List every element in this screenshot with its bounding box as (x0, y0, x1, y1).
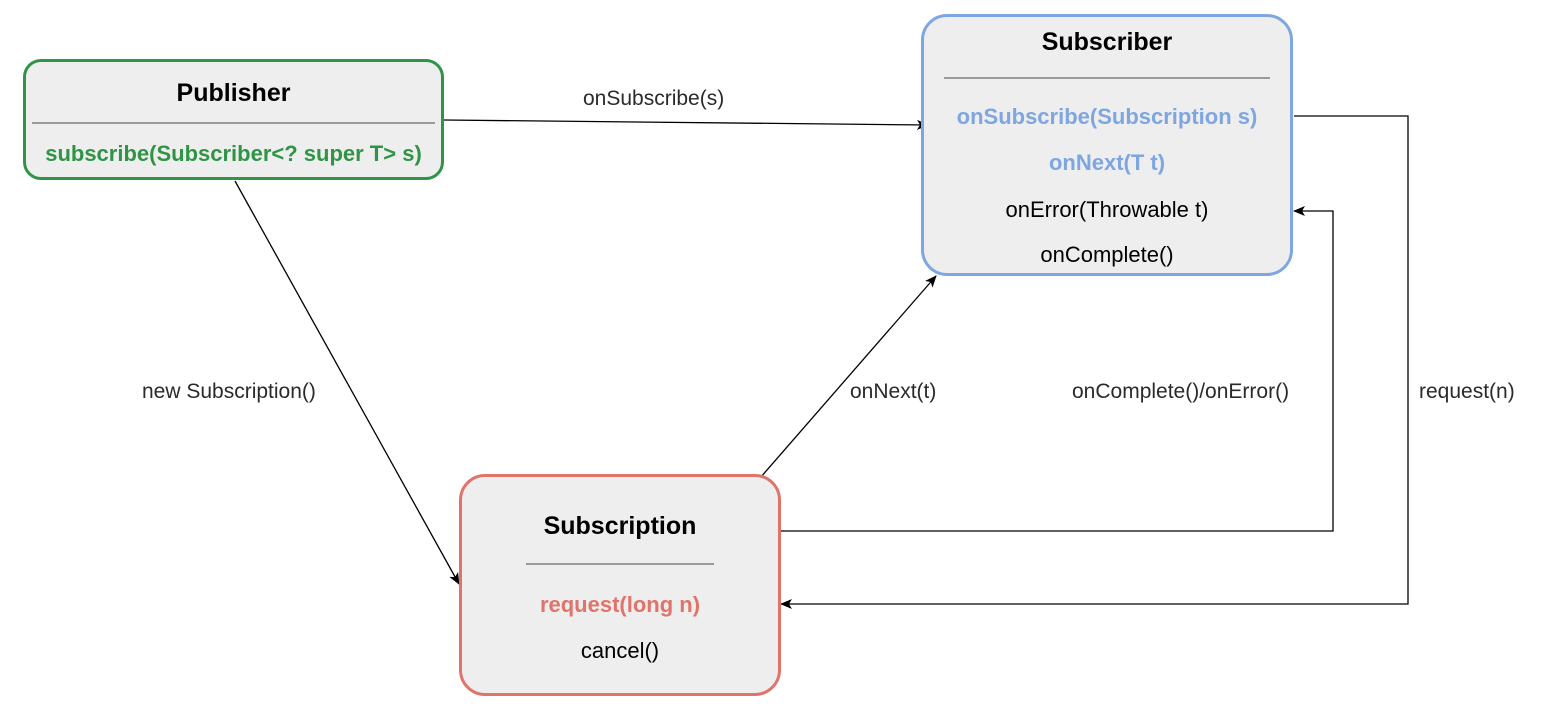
publisher-divider (32, 122, 435, 124)
subscriber-method-oncomplete: onComplete() (1040, 242, 1174, 267)
publisher-box[interactable]: Publisher subscribe(Subscriber<? super T… (23, 59, 444, 180)
edge-label-oncomplete-onerror: onComplete()/onError() (1072, 380, 1290, 403)
subscriber-method-onnext: onNext(T t) (1048, 150, 1166, 175)
publisher-title: Publisher (176, 79, 291, 107)
subscription-method-request: request(long n) (539, 592, 701, 617)
subscriber-method-onerror: onError(Throwable t) (1005, 197, 1209, 222)
edge-label-request: request(n) (1419, 380, 1515, 403)
edge-onsubscribe (443, 119, 929, 130)
subscriber-divider (944, 77, 1270, 79)
edge-request (780, 115, 1409, 609)
subscriber-method-onsubscribe: onSubscribe(Subscription s) (956, 104, 1258, 129)
edge-onnext (759, 275, 937, 479)
edge-label-new-subscription: new Subscription() (142, 380, 316, 403)
subscriber-box[interactable]: Subscriber onSubscribe(Subscription s) o… (921, 14, 1293, 276)
subscription-box[interactable]: Subscription request(long n) cancel() (459, 474, 781, 696)
subscription-title: Subscription (543, 512, 697, 540)
subscription-method-cancel: cancel() (580, 638, 660, 663)
edge-label-onsubscribe: onSubscribe(s) (583, 87, 725, 110)
edge-label-onnext: onNext(t) (850, 380, 937, 403)
edge-new-subscription (234, 180, 460, 585)
subscriber-title: Subscriber (1041, 28, 1173, 56)
publisher-method-subscribe: subscribe(Subscriber<? super T> s) (45, 141, 422, 166)
subscription-divider (526, 563, 714, 565)
edge-oncomplete-onerror (781, 206, 1334, 532)
